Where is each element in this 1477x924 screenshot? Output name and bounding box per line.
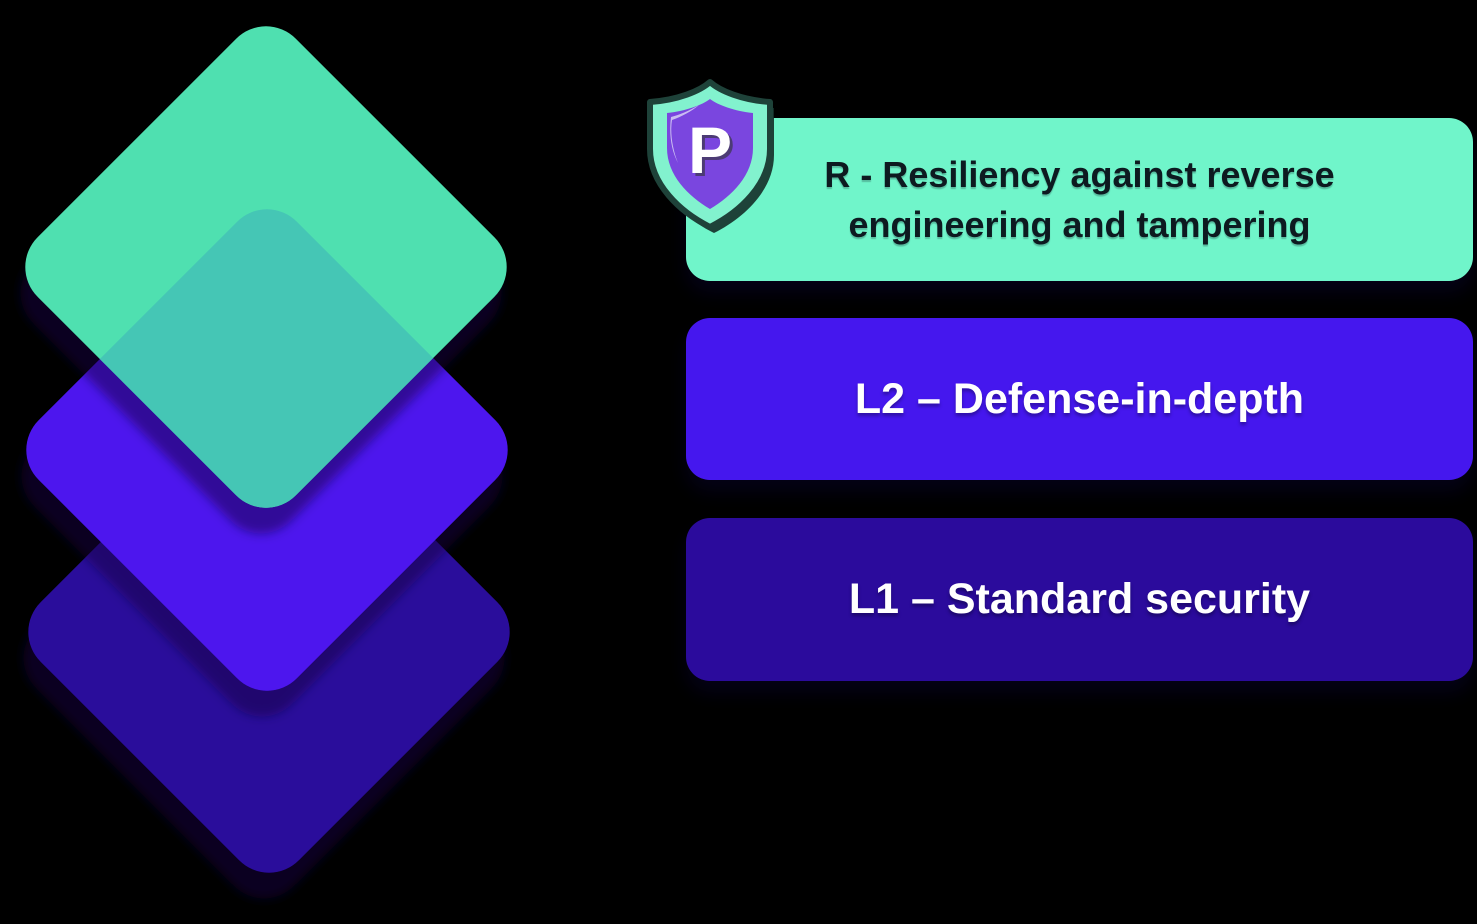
level-card-l2-label: L2 – Defense-in-depth bbox=[854, 374, 1305, 423]
level-card-resiliency: R - Resiliency against reverse engineeri… bbox=[686, 118, 1473, 281]
shield-inner bbox=[667, 99, 753, 209]
level-card-l1-label: L1 – Standard security bbox=[848, 575, 1311, 623]
diamond-overlap bbox=[26, 209, 508, 526]
shield-badge-icon: P P bbox=[647, 79, 774, 233]
level-card-resiliency-label: R - Resiliency against reverse engineeri… bbox=[824, 153, 1335, 245]
level-card-l2: L2 – Defense-in-depth bbox=[686, 318, 1473, 480]
level-card-l1: L1 – Standard security bbox=[686, 518, 1473, 681]
shield-letter: P bbox=[688, 113, 732, 187]
diamond-overlap-shape bbox=[26, 209, 508, 526]
layered-diamonds-graphic bbox=[25, 26, 510, 873]
shield-letter-shadow: P bbox=[691, 116, 735, 190]
